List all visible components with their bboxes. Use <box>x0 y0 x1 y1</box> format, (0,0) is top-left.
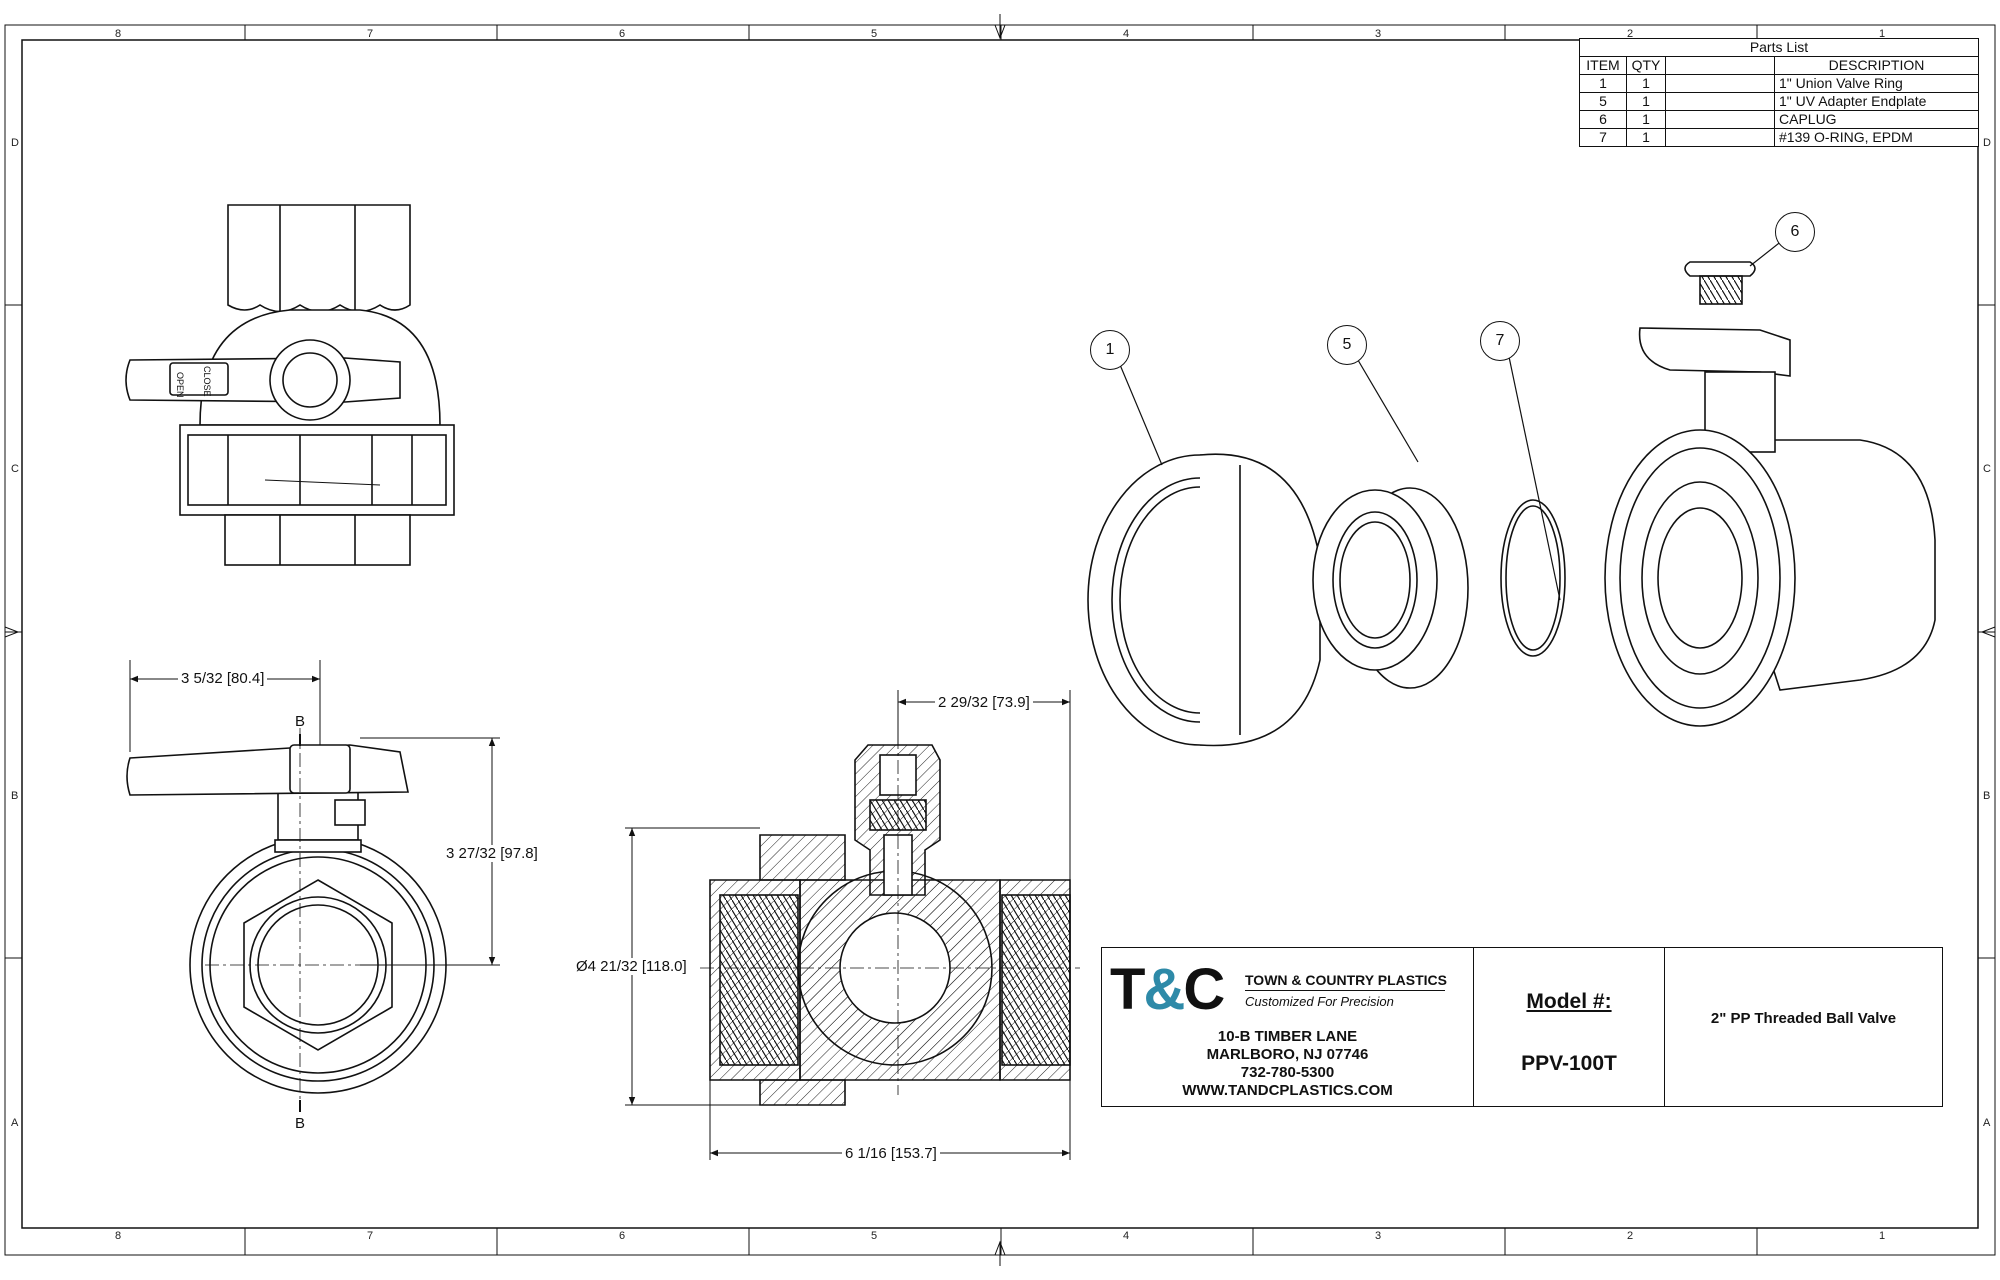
balloon-item-6: 6 <box>1775 212 1815 252</box>
parts-list-title: Parts List <box>1579 38 1979 57</box>
part-description: CAPLUG <box>1774 110 1979 129</box>
zone-number: 1 <box>1879 28 1886 40</box>
zone-number: 7 <box>367 1230 374 1242</box>
part-item: 1 <box>1579 74 1627 93</box>
zone-number: 5 <box>871 28 878 40</box>
part-item: 6 <box>1579 110 1627 129</box>
logo-ampersand: & <box>1143 957 1185 1022</box>
side-view <box>126 744 447 1094</box>
balloon-item-5: 5 <box>1327 325 1367 365</box>
part-qty: 1 <box>1626 92 1666 111</box>
handle-open-text: OPEN <box>175 372 185 398</box>
table-row: 1 1 1" Union Valve Ring <box>1579 74 1979 93</box>
title-block: T&C TOWN & COUNTRY PLASTICS Customized F… <box>1101 947 1943 1107</box>
zone-letter: A <box>11 1117 19 1129</box>
zone-letter: B <box>11 790 19 802</box>
divider <box>1245 990 1445 991</box>
zone-number: 5 <box>871 1230 878 1242</box>
part-blank <box>1665 110 1775 129</box>
part-description: 1" UV Adapter Endplate <box>1774 92 1979 111</box>
section-label-top: B <box>295 713 306 730</box>
company-cell: T&C TOWN & COUNTRY PLASTICS Customized F… <box>1102 948 1474 1106</box>
dim-width-top: 3 5/32 [80.4] <box>178 670 268 687</box>
balloon-item-7: 7 <box>1480 321 1520 361</box>
zone-number: 8 <box>115 28 122 40</box>
zone-number: 3 <box>1375 28 1382 40</box>
zone-number: 6 <box>619 1230 626 1242</box>
address-line-1: 10-B TIMBER LANE <box>1217 1028 1358 1045</box>
dim-length: 6 1/16 [153.7] <box>842 1145 940 1162</box>
zone-letter: C <box>11 463 19 475</box>
part-qty: 1 <box>1626 110 1666 129</box>
table-row: 7 1 #139 O-RING, EPDM <box>1579 128 1979 147</box>
parts-list-table: Parts List ITEM QTY DESCRIPTION 1 1 1" U… <box>1579 38 1979 147</box>
table-row: 5 1 1" UV Adapter Endplate <box>1579 92 1979 111</box>
company-tagline: Customized For Precision <box>1245 994 1394 1009</box>
dim-stem-offset: 2 29/32 [73.9] <box>935 694 1033 711</box>
balloon-leaders <box>1117 239 1784 601</box>
zone-letter: A <box>1983 1117 1991 1129</box>
part-6-caplug <box>1684 261 1756 305</box>
zone-letter: D <box>11 137 19 149</box>
zone-number: 6 <box>619 28 626 40</box>
product-description: 2" PP Threaded Ball Valve <box>1710 1010 1897 1027</box>
zone-number: 7 <box>367 28 374 40</box>
parts-header-description: DESCRIPTION <box>1774 56 1979 75</box>
phone: 732-780-5300 <box>1240 1064 1335 1081</box>
zone-number: 8 <box>115 1230 122 1242</box>
part-item: 5 <box>1579 92 1627 111</box>
model-label: Model #: <box>1526 990 1612 1013</box>
part-description: 1" Union Valve Ring <box>1774 74 1979 93</box>
valve-body-assembly <box>1604 327 1936 727</box>
zone-number: 2 <box>1627 1230 1634 1242</box>
address-line-2: MARLBORO, NJ 07746 <box>1206 1046 1369 1063</box>
zone-letter: C <box>1983 463 1991 475</box>
zone-ticks <box>4 14 1996 1266</box>
description-cell: 2" PP Threaded Ball Valve <box>1665 948 1942 1106</box>
section-centerlines <box>700 735 1080 1095</box>
dim-diameter: Ø4 21/32 [118.0] <box>573 958 690 975</box>
part-qty: 1 <box>1626 74 1666 93</box>
part-5-adapter-endplate <box>1312 487 1469 689</box>
part-blank <box>1665 128 1775 147</box>
dim-height-side: 3 27/32 [97.8] <box>443 845 541 862</box>
parts-header-item: ITEM <box>1579 56 1627 75</box>
zone-number: 4 <box>1123 28 1130 40</box>
zone-number: 3 <box>1375 1230 1382 1242</box>
parts-header-qty: QTY <box>1626 56 1666 75</box>
parts-header-blank <box>1665 56 1775 75</box>
logo-letter-t: T <box>1110 957 1145 1022</box>
zone-number: 2 <box>1627 28 1634 40</box>
zone-number: 4 <box>1123 1230 1130 1242</box>
handle-close-text: CLOSE <box>202 366 212 397</box>
table-row: 6 1 CAPLUG <box>1579 110 1979 129</box>
zone-letter: B <box>1983 790 1991 802</box>
part-qty: 1 <box>1626 128 1666 147</box>
logo-letter-c: C <box>1183 957 1225 1022</box>
model-number: PPV-100T <box>1521 1052 1617 1075</box>
part-blank <box>1665 92 1775 111</box>
part-1-union-ring <box>1087 453 1321 747</box>
company-logo: T&C <box>1110 957 1225 1022</box>
top-view <box>125 204 455 566</box>
zone-letter: D <box>1983 137 1991 149</box>
model-cell: Model #: PPV-100T <box>1474 948 1665 1106</box>
balloon-item-1: 1 <box>1090 330 1130 370</box>
section-label-bottom: B <box>295 1115 306 1132</box>
part-blank <box>1665 74 1775 93</box>
section-view <box>709 744 1071 1106</box>
company-name: TOWN & COUNTRY PLASTICS <box>1245 972 1447 988</box>
part-item: 7 <box>1579 128 1627 147</box>
part-description: #139 O-RING, EPDM <box>1774 128 1979 147</box>
website: WWW.TANDCPLASTICS.COM <box>1182 1082 1393 1099</box>
zone-number: 1 <box>1879 1230 1886 1242</box>
part-7-o-ring <box>1500 499 1566 657</box>
